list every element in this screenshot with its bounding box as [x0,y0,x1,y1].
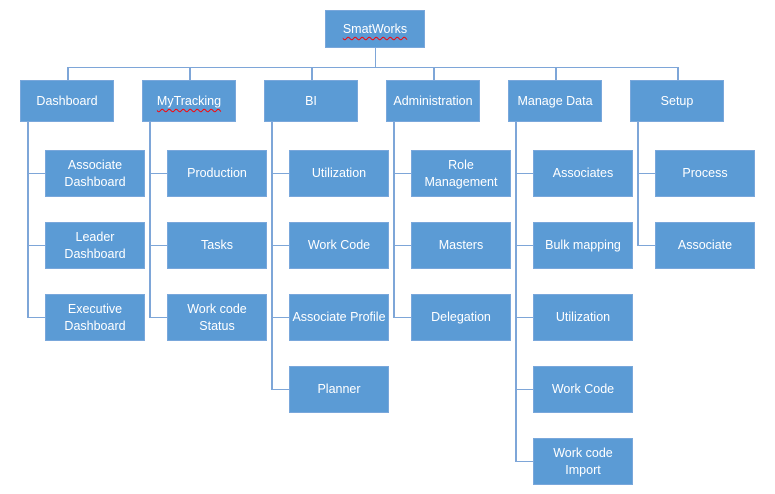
connector-trunk-dashboard [27,122,29,318]
node-role-management-label: Role Management [424,158,498,189]
node-executive-dashboard: Executive Dashboard [45,294,145,341]
connector-trunk-setup [637,122,639,246]
node-smatworks-label: SmatWorks [342,21,408,36]
connector-elbow [271,388,289,390]
node-executive-dashboard-label: Executive Dashboard [64,302,126,333]
node-work-code-status: Work code Status [167,294,267,341]
node-bi-label: BI [305,93,317,108]
node-setup-label: Setup [660,93,694,108]
node-production: Production [167,150,267,197]
connector-trunk-bi [271,122,273,390]
connector-stub-setup [677,67,679,80]
node-utilization-manage-data: Utilization [533,294,633,341]
node-bulk-mapping: Bulk mapping [533,222,633,269]
node-dashboard: Dashboard [20,80,114,122]
node-masters: Masters [411,222,511,269]
node-associates-label: Associates [552,166,614,181]
connector-root-stub [374,48,376,67]
node-planner-label: Planner [317,382,361,397]
connector-stub-administration [433,67,435,80]
node-process-label: Process [682,166,728,181]
connector-stub-bi [311,67,313,80]
connector-elbow [271,172,289,174]
node-work-code-import-label: Work code Import [553,446,613,477]
connector-elbow [393,172,411,174]
node-associate-setup: Associate [655,222,755,269]
connector-elbow [27,316,45,318]
node-leader-dashboard: Leader Dashboard [45,222,145,269]
connector-stub-dashboard [67,67,69,80]
connector-elbow [149,244,167,246]
node-administration-label: Administration [393,93,473,108]
node-bi: BI [264,80,358,122]
node-setup: Setup [630,80,724,122]
node-work-code-bi-label: Work Code [307,238,371,253]
node-manage-data: Manage Data [508,80,602,122]
node-tasks: Tasks [167,222,267,269]
connector-elbow [637,172,655,174]
node-tasks-label: Tasks [201,238,233,253]
node-leader-dashboard-label: Leader Dashboard [64,230,126,261]
node-work-code-manage-data: Work Code [533,366,633,413]
connector-trunk-administration [393,122,395,318]
node-smatworks: SmatWorks [325,10,425,48]
node-dashboard-label: Dashboard [36,93,98,108]
node-masters-label: Masters [438,238,484,253]
connector-top-rail [67,66,677,68]
node-delegation: Delegation [411,294,511,341]
node-work-code-import: Work code Import [533,438,633,485]
connector-elbow [637,244,655,246]
node-production-label: Production [187,166,247,181]
node-associate-dashboard-label: Associate Dashboard [64,158,126,189]
connector-trunk-manage-data [515,122,517,462]
connector-elbow [515,244,533,246]
connector-elbow [515,172,533,174]
connector-elbow [27,244,45,246]
connector-elbow [515,316,533,318]
node-utilization-bi: Utilization [289,150,389,197]
node-utilization-manage-data-label: Utilization [555,310,611,325]
node-work-code-status-label: Work code Status [187,302,247,333]
node-administration: Administration [386,80,480,122]
node-work-code-bi: Work Code [289,222,389,269]
node-work-code-manage-data-label: Work Code [551,382,615,397]
connector-elbow [393,316,411,318]
connector-elbow [515,388,533,390]
node-process: Process [655,150,755,197]
connector-elbow [27,172,45,174]
node-mytracking-label: MyTracking [156,93,222,108]
node-role-management: Role Management [411,150,511,197]
connector-stub-manage-data [555,67,557,80]
node-associates: Associates [533,150,633,197]
connector-trunk-mytracking [149,122,151,318]
node-associate-dashboard: Associate Dashboard [45,150,145,197]
node-utilization-bi-label: Utilization [311,166,367,181]
node-associate-profile: Associate Profile [289,294,389,341]
node-associate-setup-label: Associate [677,238,733,253]
connector-elbow [393,244,411,246]
connector-elbow [515,460,533,462]
connector-elbow [149,316,167,318]
node-delegation-label: Delegation [431,310,491,325]
node-mytracking: MyTracking [142,80,236,122]
node-planner: Planner [289,366,389,413]
connector-elbow [271,244,289,246]
node-manage-data-label: Manage Data [517,93,593,108]
node-associate-profile-label: Associate Profile [292,310,386,325]
node-bulk-mapping-label: Bulk mapping [545,238,621,253]
connector-elbow [149,172,167,174]
connector-stub-mytracking [189,67,191,80]
connector-elbow [271,316,289,318]
